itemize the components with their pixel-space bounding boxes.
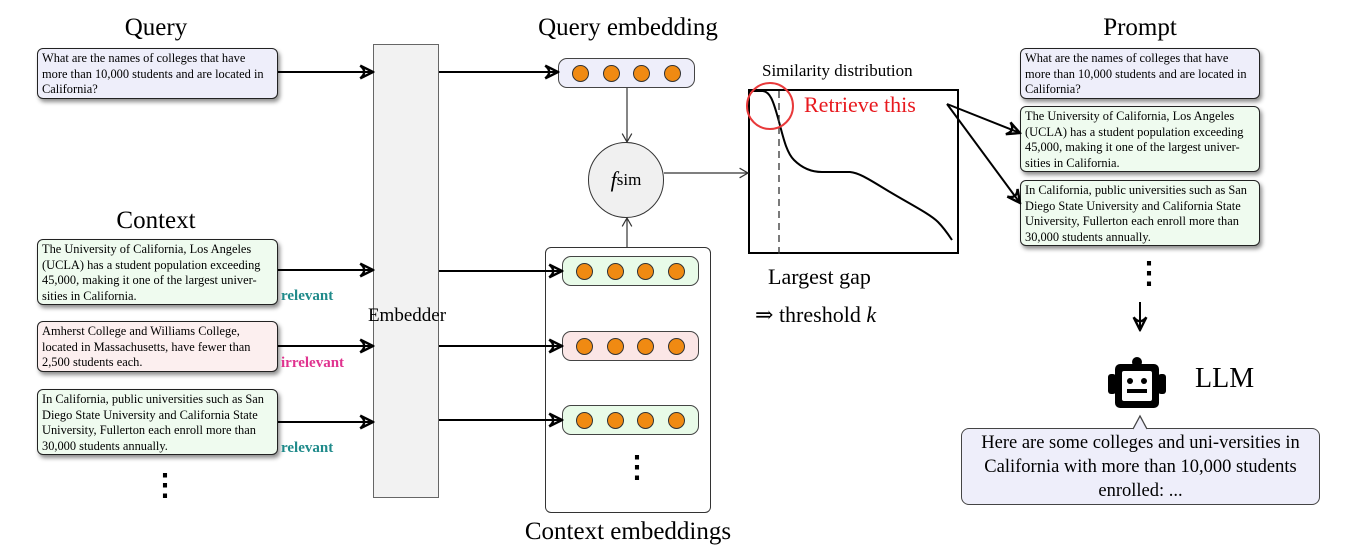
fsim-symbol: f bbox=[610, 167, 617, 192]
context-item-1: The University of California, Los Angele… bbox=[37, 239, 278, 305]
context-embedding-vector-3 bbox=[562, 405, 699, 435]
prompt-ellipsis: ⋮ bbox=[1134, 257, 1164, 290]
prompt-query-box: What are the names of colleges that have… bbox=[1020, 48, 1260, 99]
embedding-dim bbox=[637, 337, 655, 355]
embedding-dim bbox=[606, 262, 624, 280]
retrieve-circle bbox=[746, 82, 794, 130]
context-ellipsis: ⋮ bbox=[150, 469, 180, 502]
prompt-heading: Prompt bbox=[1103, 14, 1177, 41]
context-embeddings-ellipsis: ⋮ bbox=[622, 451, 652, 484]
context-embedding-vector-2 bbox=[562, 331, 699, 361]
embedding-dim bbox=[668, 337, 686, 355]
retrieve-annotation: Retrieve this bbox=[804, 92, 916, 117]
relevance-label-3: relevant bbox=[281, 440, 334, 456]
relevance-label-2: irrelevant bbox=[281, 355, 345, 371]
embedding-dim bbox=[668, 411, 686, 429]
context-item-3: In California, public universities such … bbox=[37, 389, 278, 455]
threshold-label: ⇒ threshold k bbox=[755, 302, 876, 328]
retrieve-to-prompt-2-arrow bbox=[946, 103, 1020, 203]
query-embedding-vector bbox=[558, 58, 695, 88]
prompt-context-box-1: The University of California, Los Angele… bbox=[1020, 106, 1260, 172]
largest-gap-label: Largest gap bbox=[768, 264, 871, 289]
similarity-curve bbox=[750, 90, 953, 241]
embedder-block: Embedder bbox=[368, 44, 446, 498]
embedding-dim bbox=[575, 411, 593, 429]
embedding-dim bbox=[575, 262, 593, 280]
context-item-2: Amherst College and Williams College, lo… bbox=[37, 321, 278, 372]
context-embeddings-heading: Context embeddings bbox=[524, 518, 732, 545]
embedder-label: Embedder bbox=[367, 305, 447, 326]
llm-label: LLM bbox=[1195, 363, 1255, 394]
implies-arrow: ⇒ bbox=[755, 302, 774, 327]
threshold-variable: k bbox=[866, 302, 877, 327]
embedding-dim bbox=[633, 64, 651, 82]
robot-icon bbox=[1108, 357, 1166, 408]
query-embedding-heading: Query embedding bbox=[538, 14, 718, 41]
query-heading: Query bbox=[124, 14, 188, 41]
context-embedding-vector-1 bbox=[562, 256, 699, 286]
embedding-dim bbox=[664, 64, 682, 82]
fsim-subscript: sim bbox=[616, 170, 642, 189]
embedding-dim bbox=[637, 411, 655, 429]
threshold-text: threshold bbox=[778, 302, 861, 327]
llm-response-bubble: Here are some colleges and uni-versities… bbox=[961, 428, 1320, 505]
embedding-dim bbox=[602, 64, 620, 82]
query-box: What are the names of colleges that have… bbox=[37, 48, 278, 99]
context-heading: Context bbox=[116, 207, 196, 234]
similarity-distribution-title: Similarity distribution bbox=[762, 61, 913, 80]
retrieve-to-prompt-1-arrow bbox=[946, 103, 1020, 133]
embedding-dim bbox=[668, 262, 686, 280]
bubble-pointer bbox=[1132, 414, 1148, 430]
prompt-context-box-2: In California, public universities such … bbox=[1020, 180, 1260, 246]
embedding-dim bbox=[571, 64, 589, 82]
embedding-dim bbox=[637, 262, 655, 280]
context-embeddings-frame bbox=[545, 247, 711, 513]
embedding-dim bbox=[606, 411, 624, 429]
embedding-dim bbox=[575, 337, 593, 355]
embedding-dim bbox=[606, 337, 624, 355]
relevance-label-1: relevant bbox=[281, 288, 334, 304]
